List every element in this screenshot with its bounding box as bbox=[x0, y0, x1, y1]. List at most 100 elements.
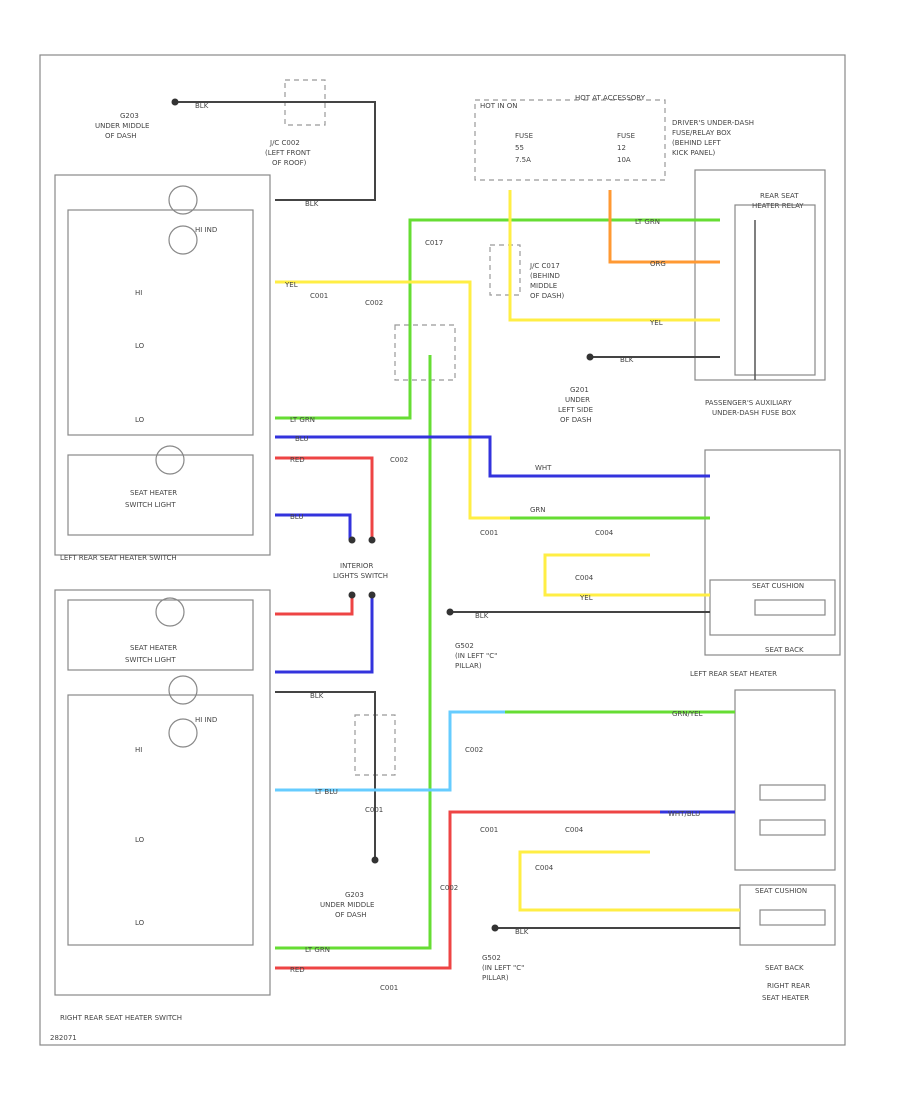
fuse-b-num: 12 bbox=[617, 144, 626, 152]
right-switch-label: RIGHT REAR SEAT HEATER SWITCH bbox=[60, 1014, 182, 1022]
pass-fuse-box bbox=[694, 169, 826, 381]
wire-lt-blu bbox=[275, 710, 505, 792]
blk-label-5: BLK bbox=[515, 928, 529, 936]
c004-b: C004 bbox=[595, 529, 614, 537]
grn-yel-label: GRN/YEL bbox=[672, 710, 703, 718]
right-back-element-1 bbox=[759, 784, 826, 801]
jc-c017-sub2: MIDDLE bbox=[530, 282, 557, 290]
wire-yel-fuse bbox=[508, 190, 720, 322]
fuse-b-label: FUSE bbox=[617, 132, 635, 140]
g502-label: G502 bbox=[455, 642, 474, 650]
c001-d: C001 bbox=[365, 806, 383, 814]
c017-label: C017 bbox=[425, 239, 443, 247]
left-cushion-label: SEAT CUSHION bbox=[752, 582, 804, 590]
drivers-box-1: DRIVER'S UNDER-DASH bbox=[672, 119, 754, 127]
right-cushion-label: SEAT CUSHION bbox=[755, 887, 807, 895]
g502-sub1: (IN LEFT "C" bbox=[455, 652, 497, 660]
left-seat-light-1: SEAT HEATER bbox=[130, 489, 177, 497]
drivers-box-2: FUSE/RELAY BOX bbox=[672, 129, 731, 137]
wht-blu-label: WHT/BLU bbox=[668, 810, 700, 818]
footer-code: 282071 bbox=[50, 1034, 77, 1042]
lo-r-label: LO bbox=[135, 836, 145, 844]
wire-lt-grn-right bbox=[275, 355, 432, 950]
wire-red-right bbox=[275, 810, 660, 970]
lt-grn-label-3: LT GRN bbox=[305, 946, 330, 954]
hot-run-label: HOT IN ON bbox=[480, 102, 518, 110]
g203-bot-label: G203 bbox=[345, 891, 364, 899]
c004-e: C004 bbox=[535, 864, 554, 872]
left-seat-light-2: SWITCH LIGHT bbox=[125, 501, 176, 509]
left-switch-box bbox=[54, 174, 271, 556]
g502-bot-sub1: (IN LEFT "C" bbox=[482, 964, 524, 972]
left-seat-back-label: SEAT BACK bbox=[765, 646, 804, 654]
wire-blk-g203-bot bbox=[275, 691, 376, 860]
hot-acc-label: HOT AT ACCESSORY bbox=[575, 94, 646, 102]
g203-bot-sub2: OF DASH bbox=[335, 911, 367, 919]
c001-f: C001 bbox=[380, 984, 398, 992]
jc-c017-label: J/C C017 bbox=[529, 262, 560, 270]
hi-ind-label: HI IND bbox=[195, 226, 217, 234]
c002-e: C002 bbox=[440, 884, 458, 892]
lt-blu-label: LT BLU bbox=[315, 788, 338, 796]
lt-grn-label-2: LT GRN bbox=[290, 416, 315, 424]
g201-sub1: UNDER bbox=[565, 396, 590, 404]
lt-grn-label-1: LT GRN bbox=[635, 218, 660, 226]
blk-label-4: BLK bbox=[475, 612, 489, 620]
g203-bot-sub1: UNDER MIDDLE bbox=[320, 901, 374, 909]
right-lo-indicator-lamp bbox=[168, 718, 198, 748]
c001-e: C001 bbox=[480, 826, 498, 834]
org-label: ORG bbox=[650, 260, 666, 268]
wire-blk-top bbox=[175, 101, 376, 201]
left-switch-inner bbox=[67, 209, 254, 436]
g203-bot-ground bbox=[371, 856, 379, 864]
wire-yel-left bbox=[275, 280, 510, 520]
jc-c002-mid bbox=[394, 324, 456, 381]
right-hi-indicator-lamp bbox=[168, 675, 198, 705]
blu-label-2: BLU bbox=[290, 513, 303, 521]
g203-top-label: G203 bbox=[120, 112, 139, 120]
fuse-a-label: FUSE bbox=[515, 132, 533, 140]
blu-label-1: BLU bbox=[295, 435, 308, 443]
g502-ground bbox=[446, 608, 454, 616]
jc-c017-box bbox=[489, 244, 521, 296]
hi-r-label: HI bbox=[135, 746, 142, 754]
outer-frame bbox=[39, 54, 846, 1046]
g502-bot-sub2: PILLAR) bbox=[482, 974, 509, 982]
wire-red-right-light bbox=[275, 595, 354, 616]
c001-b: C001 bbox=[480, 529, 498, 537]
left-cushion-element bbox=[754, 599, 826, 616]
fuse-a-num: 55 bbox=[515, 144, 524, 152]
left-switch-light-lamp bbox=[155, 445, 185, 475]
fuse-b-amp: 10A bbox=[617, 156, 631, 164]
lo2-label: LO bbox=[135, 416, 145, 424]
right-heater-box bbox=[734, 689, 836, 871]
wire-lt-grn bbox=[275, 218, 720, 420]
g201-sub2: LEFT SIDE bbox=[558, 406, 593, 414]
rear-seat-relay-label: REAR SEAT bbox=[760, 192, 799, 200]
c002-d: C002 bbox=[465, 746, 483, 754]
right-seat-cushion-box bbox=[739, 884, 836, 946]
rear-seat-relay-label2: HEATER RELAY bbox=[752, 202, 804, 210]
c004-c: C004 bbox=[575, 574, 594, 582]
left-heater-label: LEFT REAR SEAT HEATER bbox=[690, 670, 777, 678]
red-label-1: RED bbox=[290, 456, 305, 464]
g502-bot-label: G502 bbox=[482, 954, 501, 962]
wire-blu-left bbox=[275, 435, 710, 478]
yel-label-1: YEL bbox=[284, 281, 298, 289]
interior-terminal-4 bbox=[368, 591, 376, 599]
yel-label-2: YEL bbox=[649, 319, 663, 327]
c001-a: C001 bbox=[310, 292, 328, 300]
blk-label-2: BLK bbox=[195, 102, 209, 110]
rear-seat-relay-box bbox=[734, 204, 816, 376]
g201-label: G201 bbox=[570, 386, 589, 394]
right-switch-box bbox=[54, 589, 271, 996]
jc-top-sub2: OF ROOF) bbox=[272, 159, 307, 167]
wire-yel-cushion-left bbox=[543, 553, 710, 597]
wire-org bbox=[608, 190, 720, 264]
jc-c017-sub1: (BEHIND bbox=[530, 272, 560, 280]
g502-bot-ground bbox=[491, 924, 499, 932]
left-heater-box bbox=[704, 449, 841, 656]
right-switch-light-lamp bbox=[155, 597, 185, 627]
jc-c017-sub3: OF DASH) bbox=[530, 292, 565, 300]
blk-label-3: BLK bbox=[620, 356, 634, 364]
